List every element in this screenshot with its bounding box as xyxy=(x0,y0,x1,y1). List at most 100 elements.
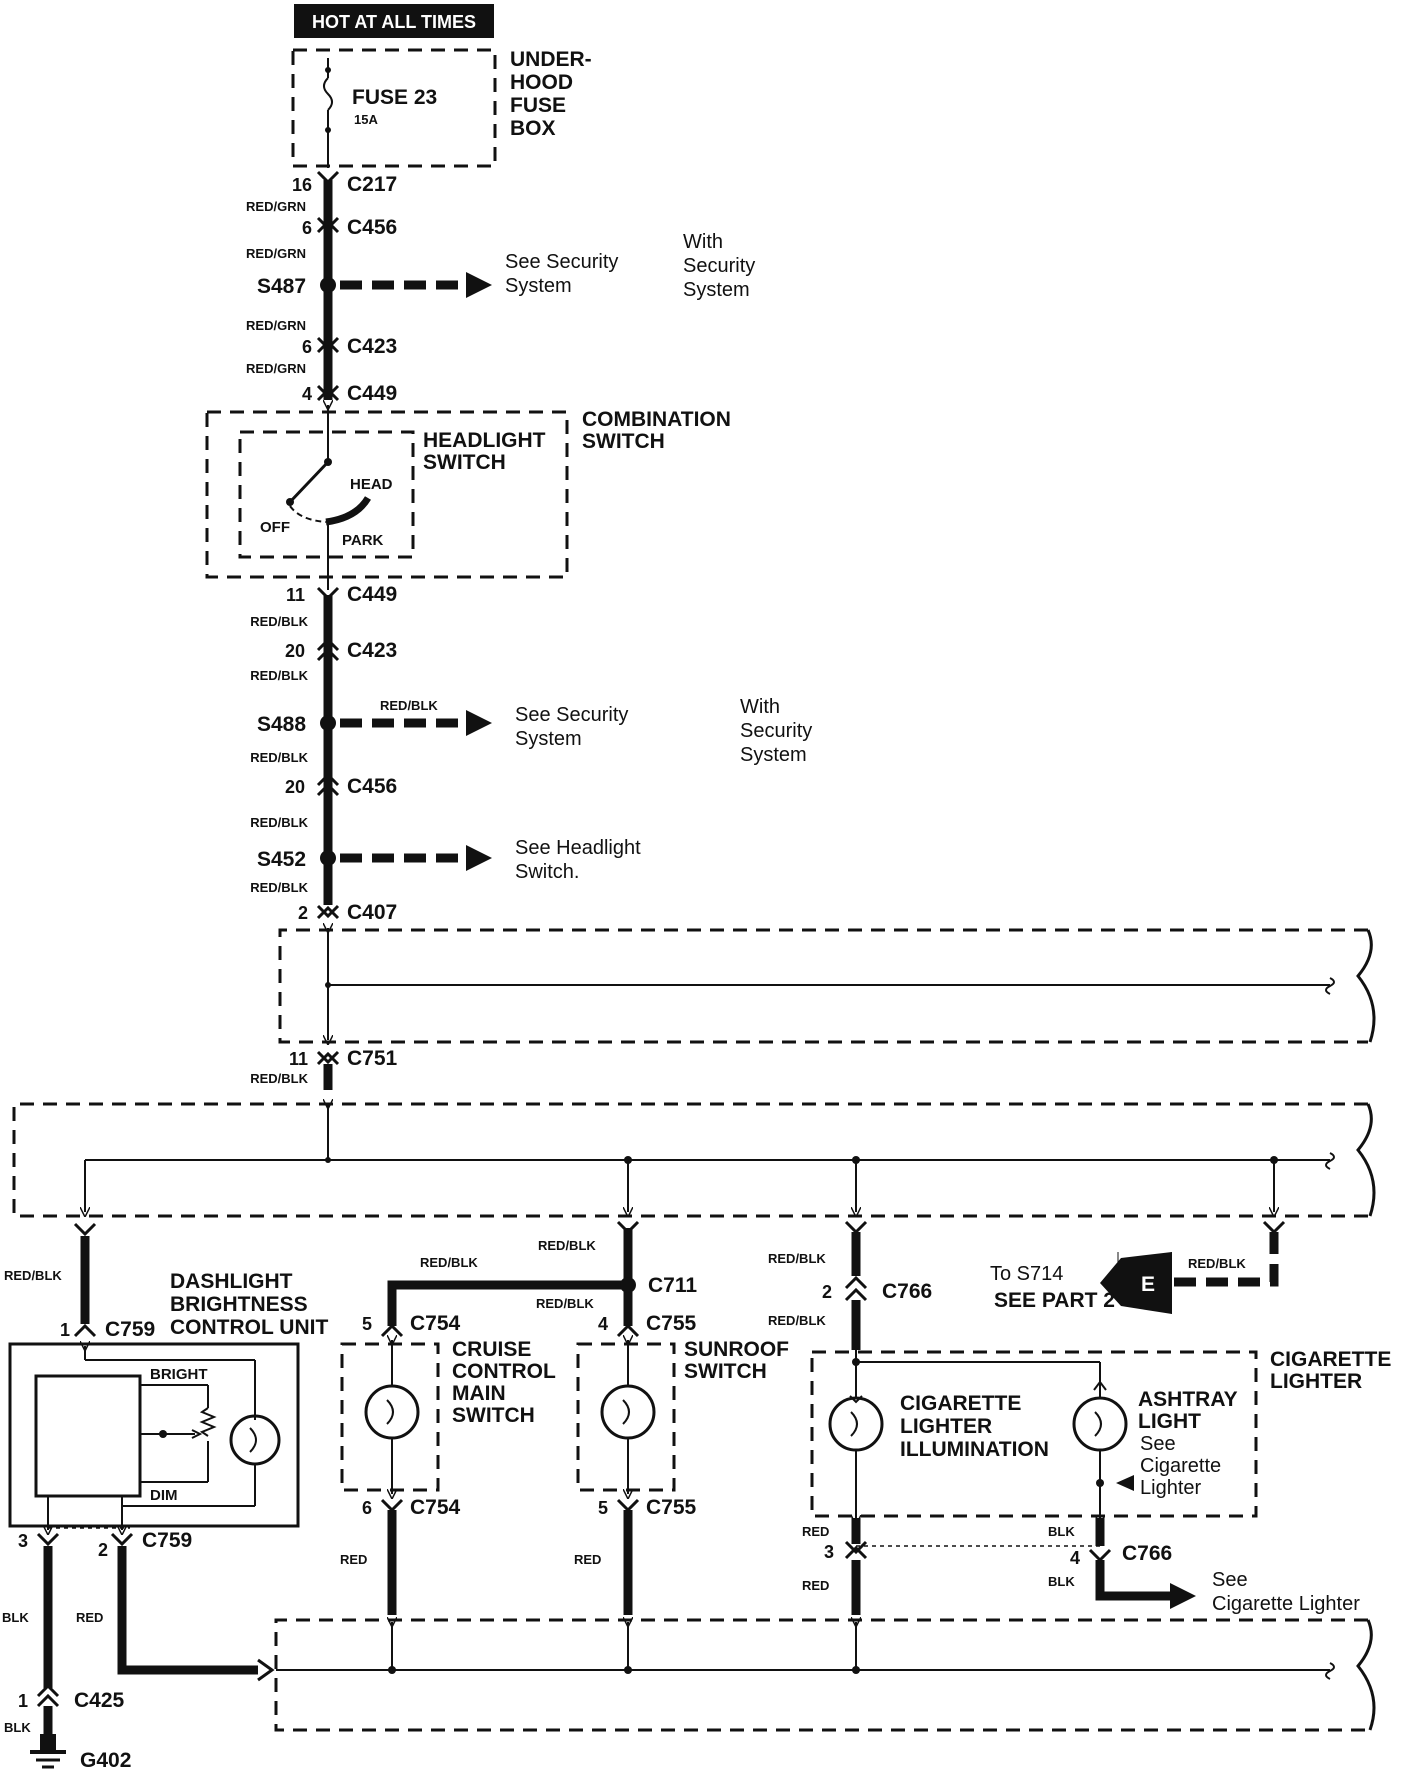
combination-label-2: SWITCH xyxy=(582,430,665,453)
wire-label: RED/BLK xyxy=(536,1296,594,1311)
cig-internal-circuit xyxy=(852,1350,1101,1398)
dash-return-wire xyxy=(117,1546,258,1675)
c754-pin: 5 xyxy=(362,1314,372,1334)
wire-label: RED xyxy=(574,1552,601,1567)
splice-s452 xyxy=(320,850,336,866)
sunroof-switch-bulb xyxy=(600,1340,656,1494)
wire-label: RED/GRN xyxy=(246,361,306,376)
c755-name: C755 xyxy=(646,1312,697,1335)
wire-label: RED/BLK xyxy=(250,668,308,683)
wire-label: RED/BLK xyxy=(768,1251,826,1266)
splice-s488 xyxy=(320,715,336,731)
c407-name: C407 xyxy=(347,901,397,924)
c751-pin: 11 xyxy=(289,1049,308,1069)
cigarette-lighter-illumination-bulb xyxy=(828,1395,884,1520)
cig-lighter-label-1: CIGARETTE xyxy=(1270,1348,1391,1371)
ashtray-see-c: Lighter xyxy=(1140,1477,1201,1499)
wire-label: RED/BLK xyxy=(250,880,308,895)
wire-label: BLK xyxy=(1048,1574,1075,1589)
c423b-pin: 20 xyxy=(285,641,305,661)
c423-pin: 6 xyxy=(302,337,312,357)
connector-c449-top xyxy=(316,384,340,402)
c754-name: C754 xyxy=(410,1312,461,1335)
s488-arrow xyxy=(466,710,492,736)
connector-c751 xyxy=(316,1050,340,1066)
g402-label: G402 xyxy=(80,1749,131,1772)
ashtray-label-1: ASHTRAY xyxy=(1138,1388,1238,1411)
c449-name: C449 xyxy=(347,382,397,405)
cigarette-lighter-box xyxy=(810,1350,1258,1518)
see-security-1b: System xyxy=(505,275,572,297)
c766-pin3: 3 xyxy=(824,1542,834,1562)
s452-arrow xyxy=(466,845,492,871)
bus-box-3 xyxy=(274,1618,1368,1732)
s487-label: S487 xyxy=(257,275,306,298)
cig-lighter-ground-wire xyxy=(1095,1560,1172,1601)
connector-c759-top xyxy=(73,1222,97,1338)
sunroof-label-2: SWITCH xyxy=(684,1360,767,1383)
cruise-switch-bulb xyxy=(364,1340,420,1494)
c449b-pin: 11 xyxy=(286,585,305,605)
to-s714: To S714 xyxy=(990,1263,1063,1285)
fusebox-name-4: BOX xyxy=(510,117,556,140)
c759-name: C759 xyxy=(105,1318,155,1341)
connector-c423-bot xyxy=(316,637,340,662)
combination-switch-box xyxy=(205,410,569,579)
combination-label-1: COMBINATION xyxy=(582,408,731,431)
c766-pin: 2 xyxy=(822,1282,832,1302)
fuse-label: FUSE 23 xyxy=(352,86,437,109)
cig-illum-label-2: LIGHTER xyxy=(900,1415,992,1438)
wire-label: RED/BLK xyxy=(250,750,308,765)
wire-label: RED xyxy=(802,1578,829,1593)
bus-box-1-break xyxy=(1356,929,1376,1043)
c425-pin: 1 xyxy=(18,1691,28,1711)
fusebox-name-3: FUSE xyxy=(510,94,566,117)
bus-box-2 xyxy=(12,1102,1368,1218)
dashlight-internal-circuit xyxy=(48,1346,281,1530)
with-security-2c: System xyxy=(740,744,807,766)
wire-label: RED/BLK xyxy=(768,1313,826,1328)
c423b-name: C423 xyxy=(347,639,397,662)
cruise-switch-box xyxy=(340,1342,440,1492)
sunroof-label-1: SUNROOF xyxy=(684,1338,789,1361)
wire-label: RED/BLK xyxy=(380,698,438,713)
c751-name: C751 xyxy=(347,1047,398,1070)
wire-label: RED/BLK xyxy=(1188,1256,1246,1271)
ashtray-see-b: Cigarette xyxy=(1140,1455,1221,1477)
connector-c755-top xyxy=(616,1323,640,1338)
fuse-23 xyxy=(323,58,333,168)
bus-box-2-break xyxy=(1356,1103,1376,1217)
see-security-1: See Security xyxy=(505,251,618,273)
c754b-pin: 6 xyxy=(362,1498,372,1518)
c711-junction xyxy=(620,1277,636,1293)
bus-box-3-break xyxy=(1356,1619,1376,1731)
see-headlight-b: Switch. xyxy=(515,861,579,883)
wire-label: RED xyxy=(802,1524,829,1539)
c759b-name: C759 xyxy=(142,1529,192,1552)
s714-wire xyxy=(1172,1232,1279,1287)
cig-illum-label-3: ILLUMINATION xyxy=(900,1438,1049,1461)
dashlight-label-2: BRIGHTNESS xyxy=(170,1293,308,1316)
with-security-2b: Security xyxy=(740,720,812,742)
see-part-2: SEE PART 2 xyxy=(994,1289,1115,1312)
with-security-1: With xyxy=(683,231,723,253)
dashlight-label-3: CONTROL UNIT xyxy=(170,1316,328,1339)
connector-c423-top xyxy=(316,336,340,354)
dashlight-unit-box xyxy=(8,1342,300,1528)
connector-c711-junction xyxy=(616,1220,640,1235)
cruise-label-3: MAIN xyxy=(452,1382,506,1405)
c759b-pin: 2 xyxy=(98,1540,108,1560)
wire-label: RED/GRN xyxy=(246,246,306,261)
connector-c456-bot xyxy=(316,772,340,797)
headlight-label-1: HEADLIGHT xyxy=(423,429,546,452)
splice-s487 xyxy=(320,277,336,293)
wire-label: BLK xyxy=(2,1610,29,1625)
cig-illum-label-1: CIGARETTE xyxy=(900,1392,1021,1415)
cig-lighter-arrow xyxy=(1170,1583,1196,1609)
wire-label: RED/BLK xyxy=(420,1255,478,1270)
c755b-pin: 5 xyxy=(598,1498,608,1518)
c449-pin: 4 xyxy=(302,384,312,404)
connector-c754-top xyxy=(380,1323,404,1338)
s452-label: S452 xyxy=(257,848,306,871)
wire-label: RED/BLK xyxy=(538,1238,596,1253)
